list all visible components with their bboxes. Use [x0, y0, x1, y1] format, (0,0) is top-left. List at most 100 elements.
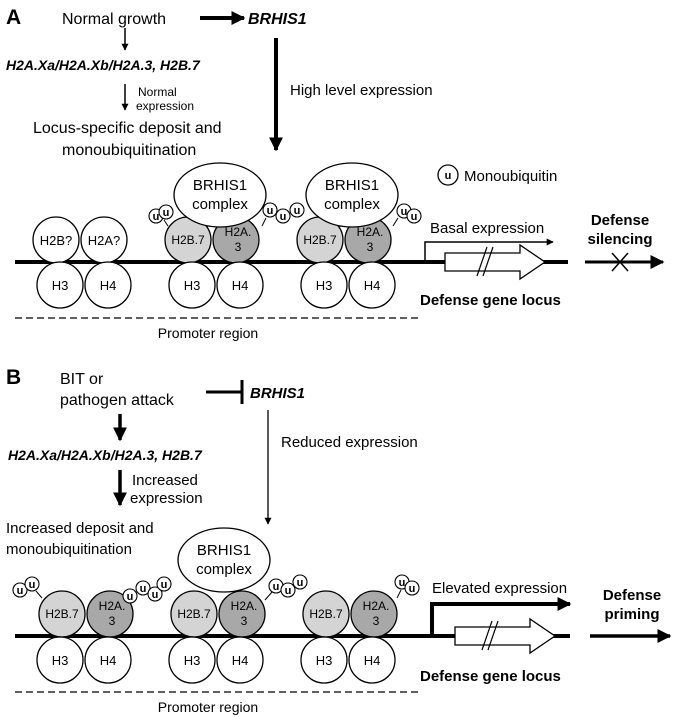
u-label: u	[297, 577, 304, 589]
basal-expression-label: Basal expression	[430, 220, 544, 237]
brhis1-complex-a1: BRHIS1 complex	[173, 162, 267, 228]
monoubiquitin-legend-icon	[437, 164, 459, 186]
gene-break-mark	[481, 620, 493, 651]
defense-priming-line2: priming	[605, 606, 660, 623]
normal-growth-text: Normal growth	[62, 11, 166, 28]
h2b7-label: H2B.7	[171, 233, 205, 247]
histone-h4	[84, 636, 132, 684]
u-label: u	[401, 206, 408, 218]
monoubiquitin-icon	[156, 576, 172, 592]
panel-b: B BIT or pathogen attack BRHIS1 Reduced …	[6, 366, 672, 715]
u-label: u	[280, 211, 287, 223]
h3-label: H3	[52, 653, 69, 668]
h2a3-label-1: H2A.	[225, 225, 252, 239]
deposit-line2: monoubiquitination	[62, 142, 196, 159]
h2b7-label: H2B.7	[177, 607, 211, 621]
monoubiquitin-icon	[12, 582, 28, 598]
monoubiquitin-icon	[289, 202, 305, 218]
h3-label: H3	[316, 278, 333, 293]
h4-label: H4	[364, 653, 381, 668]
brhis1-complex-ellipse	[305, 162, 399, 228]
h3-label: H3	[184, 653, 201, 668]
reduced-expression-label: Reduced expression	[281, 434, 418, 451]
h2a3-label-1: H2A.	[357, 225, 384, 239]
h3-label: H3	[316, 653, 333, 668]
monoubiquitin-icon	[406, 208, 422, 224]
h2b7-label: H2B.7	[309, 607, 343, 621]
promoter-region-label: Promoter region	[158, 699, 258, 715]
histone-h3	[168, 636, 216, 684]
brhis1-gene-label: BRHIS1	[248, 11, 307, 28]
ubiquitins-a: u u u u u u u	[148, 202, 422, 227]
panel-a-label: A	[6, 6, 21, 29]
monoubiquitin-icon	[275, 208, 291, 224]
elevated-expression-label: Elevated expression	[432, 580, 567, 597]
u-label: u	[273, 581, 280, 593]
u-label: u	[127, 591, 134, 603]
u-label: u	[294, 205, 301, 217]
complex-label-2: complex	[324, 196, 380, 213]
monoubiquitin-icon	[24, 576, 40, 592]
defense-priming-line1: Defense	[603, 587, 661, 604]
histone-h3	[168, 261, 216, 309]
gene-break-mark	[482, 246, 494, 277]
histone-h4	[348, 636, 396, 684]
defense-gene-locus-label: Defense gene locus	[420, 292, 561, 309]
nucleosome-b2: H2B.7 H2A. 3 H3 H4	[168, 590, 266, 684]
complex-label-2: complex	[196, 561, 252, 578]
histone-h3	[300, 261, 348, 309]
brhis1-complex-ellipse	[173, 162, 267, 228]
brhis1-complex-a2: BRHIS1 complex	[305, 162, 399, 228]
normal-expression-line2: expression	[136, 99, 194, 113]
panel-a: A Normal growth BRHIS1 H2A.Xa/H2A.Xb/H2A…	[6, 6, 665, 341]
defense-silencing-line2: silencing	[587, 231, 652, 248]
h2a3-label-2: 3	[109, 614, 116, 628]
nucleosome-b3: H2B.7 H2A. 3 H3 H4	[300, 590, 398, 684]
u-label: u	[285, 585, 292, 597]
monoubiquitin-icon	[280, 582, 296, 598]
h2b7-label: H2B.7	[45, 607, 79, 621]
u-label: u	[140, 583, 147, 595]
h4-label: H4	[100, 278, 117, 293]
nucleosome-b1: H2B.7 H2A. 3 H3 H4	[36, 590, 134, 684]
increased-expression-line1: Increased	[132, 472, 198, 489]
histone-h4	[216, 636, 264, 684]
complex-label-1: BRHIS1	[325, 177, 379, 194]
brhis1-gene-label: BRHIS1	[250, 385, 305, 402]
complex-label-1: BRHIS1	[193, 177, 247, 194]
u-label: u	[161, 579, 168, 591]
gene-break-mark	[487, 620, 499, 651]
h4-label: H4	[100, 653, 117, 668]
h4-label: H4	[232, 278, 249, 293]
histone-h3	[36, 636, 84, 684]
h2a3-label-1: H2A.	[231, 599, 258, 613]
h4-label: H4	[364, 278, 381, 293]
monoubiquitin-icon	[147, 586, 163, 602]
promoter-region-label: Promoter region	[158, 325, 258, 341]
h2a3-label-1: H2A.	[99, 599, 126, 613]
histone-h4	[348, 261, 396, 309]
increased-deposit-line2: monoubiquitination	[6, 541, 132, 558]
monoubiquitin-icon	[262, 202, 278, 218]
h2a3-label-2: 3	[235, 240, 242, 254]
monoubiquitin-icon	[404, 580, 420, 596]
panel-b-label: B	[6, 366, 21, 389]
deposit-line1: Locus-specific deposit and	[33, 120, 222, 137]
nucleosome-a3: H2B.7 H2A. 3 H3 H4	[296, 216, 396, 309]
legend-u: u	[445, 170, 452, 182]
complex-label-1: BRHIS1	[197, 542, 251, 559]
h2a-unknown-label: H2A?	[88, 233, 121, 248]
histone-h3	[36, 261, 84, 309]
u-label: u	[267, 205, 274, 217]
h4-label: H4	[232, 653, 249, 668]
defense-gene-icon	[454, 617, 557, 655]
monoubiquitin-icon	[158, 204, 174, 220]
increased-deposit-line1: Increased deposit and	[6, 520, 154, 537]
h2a3-label-1: H2A.	[363, 599, 390, 613]
u-label: u	[409, 583, 416, 595]
histone-genes-label: H2A.Xa/H2A.Xb/H2A.3, H2B.7	[6, 57, 201, 73]
monoubiquitin-icon	[122, 588, 138, 604]
monoubiquitin-icon	[292, 574, 308, 590]
histone-h4	[216, 261, 264, 309]
